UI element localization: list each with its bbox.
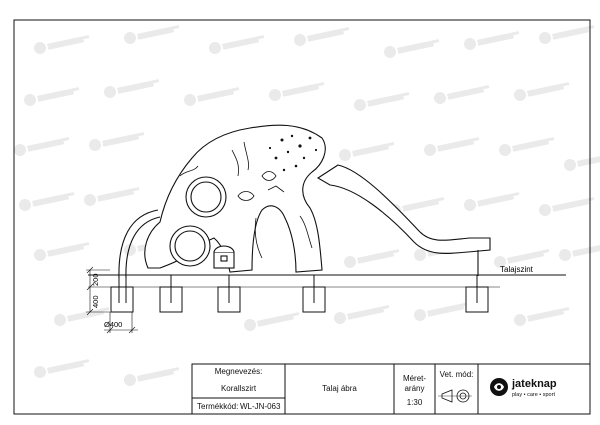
slide (316, 164, 491, 276)
projection-label: Vet. mód: (439, 370, 474, 379)
coral-reef-structure (144, 124, 326, 273)
watermark-logo (344, 249, 400, 268)
watermark-logo (539, 25, 595, 44)
watermark-logo (514, 307, 570, 326)
first-angle-projection-icon (438, 389, 472, 403)
coral-dots (268, 134, 318, 172)
watermark-logo (539, 197, 595, 216)
watermark-logo (209, 35, 265, 54)
watermark-logo (384, 39, 440, 58)
watermark-logo (564, 152, 600, 171)
brand-name: jateknap (511, 378, 557, 390)
brand-tagline: play • care • sport (512, 392, 555, 398)
watermark-logo (14, 137, 70, 156)
vertical-dimensions (86, 266, 110, 316)
dimension-200: 200 (91, 273, 100, 286)
watermark-logo (464, 192, 520, 211)
ground-level-label: Talajszint (500, 265, 534, 274)
watermark-logo (84, 187, 140, 206)
watermark-logo (414, 302, 470, 321)
porthole-upper (185, 176, 227, 218)
watermark-logo (19, 192, 75, 211)
porthole-lower (169, 225, 211, 267)
watermark-logo (499, 137, 555, 156)
watermark-logo (34, 359, 90, 378)
watermark-logo (34, 35, 90, 54)
diameter-dimension (104, 312, 138, 334)
watermark-logo (244, 312, 300, 331)
watermark-logo (89, 132, 145, 151)
foundations (110, 275, 489, 313)
watermark-logo (294, 27, 350, 46)
foundation-5 (465, 275, 489, 313)
watermark-logo (124, 367, 180, 386)
scale-value: 1:30 (406, 398, 423, 407)
watermark-logo (24, 87, 80, 106)
watermark-logo (54, 307, 110, 326)
foundation-3 (217, 275, 241, 313)
watermark-logo (269, 82, 325, 101)
foundation-1 (110, 278, 134, 313)
jateknap-logo-icon (490, 378, 508, 396)
watermark-logo (124, 25, 180, 44)
watermark-layer (14, 25, 600, 386)
product-code-label: Termékkód: (197, 402, 239, 411)
scale-label-line1: Méret- (402, 374, 427, 383)
name-value: Korallszirt (220, 384, 257, 393)
dimension-400: 400 (91, 295, 100, 308)
scale-label-line2: arány (404, 384, 425, 393)
watermark-logo (334, 305, 390, 324)
foundation-2 (159, 275, 183, 313)
coral-decorations (179, 141, 313, 259)
watermark-logo (434, 85, 490, 104)
watermark-logo (339, 142, 395, 161)
dimension-diameter-400: Ø400 (104, 320, 122, 329)
watermark-logo (559, 242, 600, 261)
watermark-logo (464, 31, 520, 50)
watermark-logo (184, 87, 240, 106)
name-label: Megnevezés: (214, 367, 263, 376)
watermark-logo (494, 249, 550, 268)
title-block (191, 363, 591, 415)
watermark-logo (354, 92, 410, 111)
watermark-logo (514, 82, 570, 101)
watermark-logo (34, 242, 90, 261)
view-title: Talaj ábra (322, 384, 357, 393)
foundation-4 (302, 275, 326, 313)
watermark-logo (104, 79, 160, 98)
climbing-pole (118, 209, 161, 279)
product-code-value: WL-JN-063 (240, 402, 281, 411)
watermark-logo (424, 137, 480, 156)
treasure-chest (213, 245, 235, 269)
